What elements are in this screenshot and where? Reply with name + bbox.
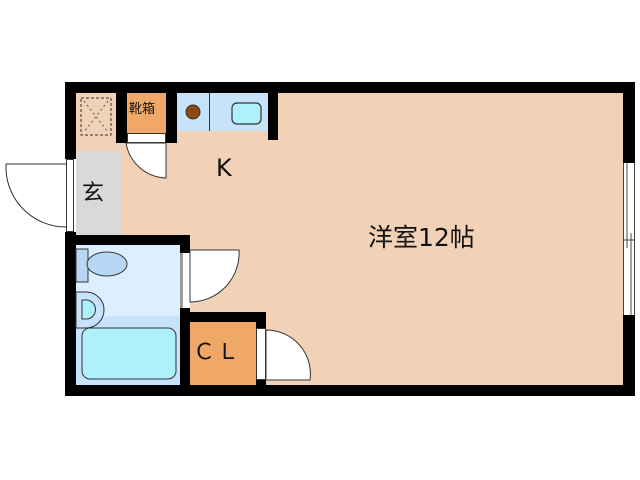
wall-bath-top — [65, 235, 190, 245]
shoe-box — [127, 93, 166, 133]
wall-left-lower — [65, 232, 76, 396]
closet-label: ＣＬ — [193, 340, 242, 365]
entrance-door-swing-icon — [5, 163, 67, 228]
kitchen-door-swing-icon — [125, 142, 167, 179]
wall-bath-right-bottom — [180, 308, 190, 396]
wall-closet-right-bottom — [256, 380, 266, 396]
wall-top — [65, 82, 635, 93]
entrance-door-frame — [66, 159, 74, 232]
sink-icon — [231, 102, 262, 125]
bath-door-frame — [180, 253, 190, 308]
window-right[interactable] — [623, 163, 635, 315]
wall-right-lower — [623, 315, 635, 396]
closet-floor — [190, 322, 256, 385]
entrance-label: 玄 — [82, 181, 105, 206]
western-room-label: 洋室12帖 — [368, 223, 475, 252]
bathtub-icon — [81, 327, 177, 380]
toilet-tank-icon — [75, 248, 89, 283]
wall-closet-top — [180, 312, 266, 322]
stove-burner-icon — [185, 104, 201, 120]
wall-bath-right-top — [180, 235, 190, 253]
wall-bottom — [65, 385, 635, 396]
wall-closet-right-top — [256, 312, 266, 328]
wall-left-upper — [65, 82, 76, 159]
wall-kitchen-right — [268, 82, 278, 140]
wall-shoebox-right — [166, 82, 177, 143]
shoe-box-label: 靴箱 — [129, 102, 156, 117]
counter-divider — [209, 93, 210, 131]
bath-door-swing-icon — [189, 249, 240, 303]
wall-shoebox-left — [116, 82, 127, 143]
closet-door-swing-icon — [265, 329, 311, 381]
wall-right-upper — [623, 82, 635, 163]
kitchen-label: K — [216, 154, 232, 182]
entrance-floor — [76, 151, 122, 235]
toilet-bowl-icon — [86, 251, 128, 277]
